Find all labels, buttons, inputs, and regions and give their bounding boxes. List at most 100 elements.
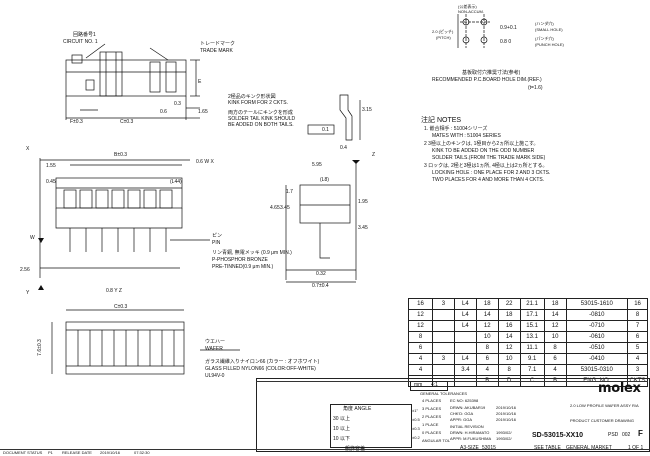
dim-l44: (L44) — [170, 179, 182, 185]
trade-mark-jp: トレードマーク — [200, 41, 236, 47]
dim-06: 0.6 — [160, 109, 167, 115]
table-cell: 3 — [432, 298, 455, 310]
pin-mat-1: リン青銅, 無電メッキ (0.9 μm MIN.) — [212, 250, 292, 256]
pcb-pitch-en: (PITCH) — [436, 35, 451, 40]
trade-mark-en: TRADE MARK — [200, 48, 233, 54]
table-cell: L4 — [453, 353, 477, 365]
release-date-label: RELEASE DATE — [62, 450, 92, 455]
angle-10-up: 10 以上 — [333, 426, 350, 432]
product-title: 2.0 LOW PROFILE WAFER ASSY R/A — [570, 403, 639, 408]
notes-title: 注記 NOTES — [421, 117, 462, 124]
position-tol-1: 0.6 W X — [196, 159, 214, 165]
table-cell: -0610 — [565, 331, 629, 343]
wafer-mat-2: GLASS FILLED NYLON66 (COLOR:OFF-WHITE) — [205, 366, 316, 372]
pcb-small-hole: (ハンダ穴) — [535, 21, 554, 26]
table-cell: 53015-0310 — [565, 364, 629, 376]
table-cell: 8 — [408, 331, 433, 343]
series-number: 53015 — [482, 445, 496, 451]
note-2b: KINK TO BE ADDED ON THE ODD NUMBER — [432, 148, 535, 154]
note-3c: TWO PLACES FOR 4 AND MORE THAN 4 CKTS. — [432, 177, 545, 183]
approved-date: 2019/10/16 — [496, 417, 517, 422]
dim-c: C±0.3 — [120, 119, 134, 125]
table-cell: 17.1 — [519, 309, 545, 321]
table-cell: 16 — [627, 298, 648, 310]
position-tol-2: 0.8 Y Z — [106, 288, 122, 294]
pcb-thickness: (t=1.6) — [528, 85, 543, 91]
solder-en2: BE ADDED ON BOTH TAILS. — [228, 122, 294, 128]
pcb-pitch: 2.0 (ピッチ) — [432, 29, 454, 34]
molex-logo: molex — [598, 381, 641, 396]
angle-label: 角度 ANGLE — [343, 406, 372, 412]
table-cell: -0810 — [565, 309, 629, 321]
release-time: 07:32:30 — [134, 450, 150, 455]
scale-value: 4:1 — [431, 382, 438, 388]
pcb-title-jp: 基板取付穴推奨寸法(参考) — [462, 70, 521, 76]
angle-box: 角度 ANGLE 30 以上 10 以上 10 以下 — [330, 404, 412, 448]
table-cell: 6 — [475, 353, 499, 365]
dim-03: 0.3 — [174, 101, 181, 107]
tol-header: GENERAL TOLERANCES — [420, 391, 468, 396]
table-cell: 21.1 — [519, 298, 545, 310]
table-cell: -0710 — [565, 320, 629, 332]
note-1b: MATES WITH : 51004 SERIES — [432, 133, 501, 139]
table-cell: 4 — [543, 364, 567, 376]
table-cell — [432, 331, 455, 343]
table-cell: 4 — [408, 353, 433, 365]
table-cell: 6 — [408, 342, 433, 354]
table-cell: 18 — [475, 298, 499, 310]
table-cell: 12 — [408, 320, 433, 332]
table-cell — [453, 342, 477, 354]
table-cell: 53015-1610 — [565, 298, 629, 310]
doc-status-label: DOCUMENT STATUS — [3, 450, 43, 455]
initial-drawn: DRWN: H.HIRAMATO — [450, 430, 490, 435]
pcb-tol-jp: (公差表示) — [458, 4, 477, 9]
tolerance-value: ±0.3 — [412, 426, 420, 431]
doc-type: PRODUCT CUSTOMER DRAWING — [570, 418, 634, 423]
table-cell: 10 — [475, 331, 499, 343]
table-cell: 18 — [497, 309, 521, 321]
table-cell — [432, 364, 455, 376]
table-cell: L4 — [453, 309, 477, 321]
wafer-mat-1: ガラス繊維入りナイロン66 (カラー : オフホワイト) — [205, 359, 320, 365]
table-cell: 12 — [408, 309, 433, 321]
pcb-punch-hole: (パンチ穴) — [535, 36, 554, 41]
doc-num-suffix: 002 — [622, 432, 631, 438]
table-cell: L4 — [453, 298, 477, 310]
pin-mat-2: P-PHOSPHOR BRONZE — [212, 257, 268, 263]
pin-jp: ピン — [212, 233, 223, 239]
note-2c: SOLDER TAILS.(FROM THE TRADE MARK SIDE) — [432, 155, 546, 161]
table-cell: 8 — [497, 364, 521, 376]
drawn: DRWN: AKUBAR19 — [450, 405, 486, 410]
dim-256: 2.56 — [20, 267, 30, 273]
note-3b: LOCKING HOLE : ONE PLACE FOR 2 AND 3 CKT… — [432, 170, 551, 176]
table-cell: 3 — [627, 364, 648, 376]
dim-195: 1.95 — [358, 199, 368, 205]
dim-595: 5.95 — [312, 162, 322, 168]
dim-f: F±0.3 — [70, 119, 83, 125]
table-cell: 8 — [475, 342, 499, 354]
tolerance-place: 1 PLACE — [422, 422, 439, 427]
note-3a: 3 ロックは, 2極と3極は1ヵ所, 4極以上は2ヵ所とする。 — [424, 163, 548, 169]
table-cell: 15.1 — [519, 320, 545, 332]
table-cell: 22 — [497, 298, 521, 310]
dim-345: 3.45 — [280, 205, 290, 211]
dim-345r: 3.45 — [358, 225, 368, 231]
tolerance-place: 2 PLACES — [422, 414, 442, 419]
table-cell: 4 — [475, 364, 499, 376]
release-date: 2019/10/16 — [100, 450, 121, 455]
table-cell — [432, 309, 455, 321]
solder-en1: SOLDER TAIL KINK SHOULD — [228, 116, 296, 122]
pin-mat-3: PRE-TINNED(0.9 μm MIN.) — [212, 264, 274, 270]
datum-w: W — [30, 235, 35, 241]
pcb-d1: 0.9+0.1 — [500, 25, 517, 31]
initial-approved: APPR: M.FUKUSHIMA — [450, 436, 492, 441]
tolerance-value: ±0.5 — [412, 417, 420, 422]
tolerance-place: ANGULAR TOL — [422, 438, 451, 443]
datum-z: Z — [372, 152, 376, 158]
initial-date-2: 1993/02/ — [496, 436, 512, 441]
drawn-date: 2019/10/16 — [496, 405, 517, 410]
table-cell: 8 — [543, 342, 567, 354]
